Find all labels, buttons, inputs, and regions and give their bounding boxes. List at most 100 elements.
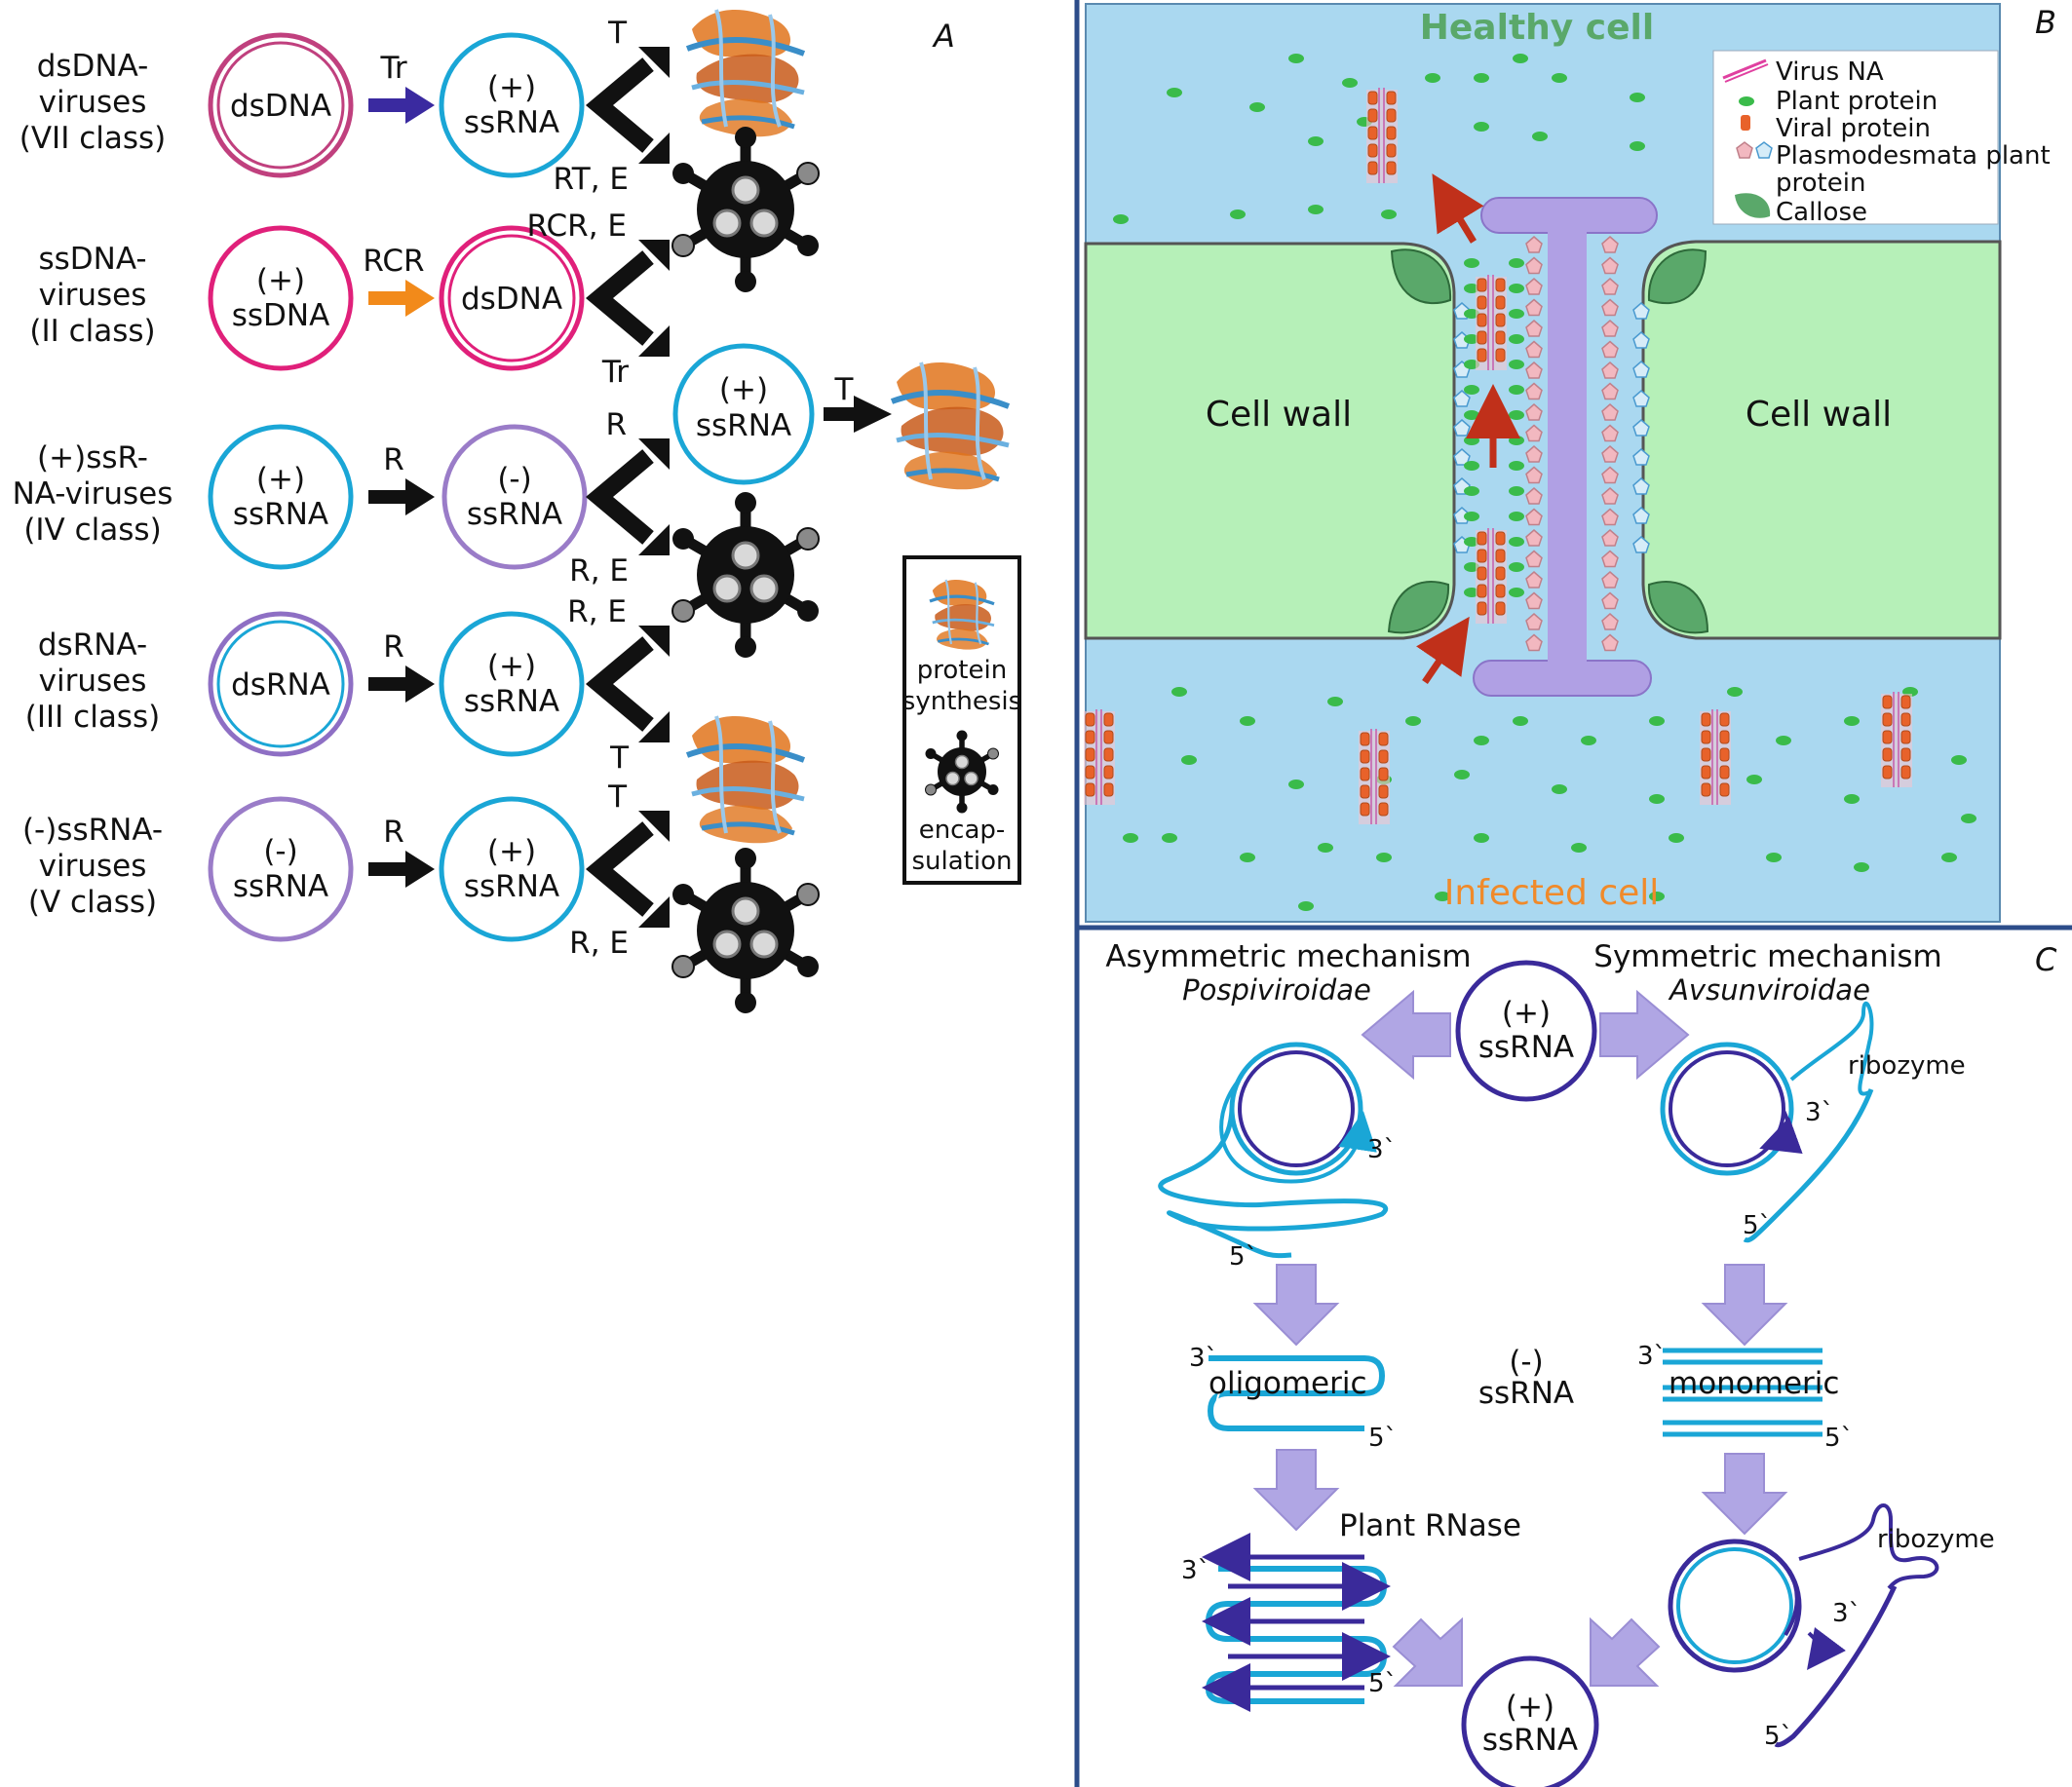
oligomeric-label: oligomeric	[1209, 1366, 1367, 1401]
product-label: (-)	[497, 462, 531, 497]
virus-class-row: (-)ssRNA-viruses(V class)(-)ssRNAR(+)ssR…	[22, 779, 670, 961]
five-prime-label: 5`	[1368, 1669, 1398, 1698]
virus-class-label: (II class)	[29, 314, 155, 349]
branch-upper-label: RCR, E	[527, 209, 627, 244]
branch-upper-label: R	[605, 407, 627, 442]
product-label: dsDNA	[461, 282, 562, 317]
arrow-down	[1701, 1264, 1788, 1347]
three-prime-label: 3`	[1637, 1342, 1667, 1371]
cell-wall-left	[1084, 242, 1456, 640]
virus-class-row: dsRNA-viruses(III class)dsRNAR(+)ssRNAR,…	[25, 594, 670, 776]
genome-label: dsDNA	[230, 89, 331, 124]
plant-rnase-label: Plant RNase	[1339, 1508, 1521, 1543]
genome-label: ssRNA	[233, 497, 328, 532]
three-prime-label: 3`	[1181, 1556, 1210, 1585]
branch-upper-label: T	[607, 16, 628, 51]
product-label: ssRNA	[464, 869, 559, 904]
virus-class-label: (-)ssRNA-	[22, 813, 163, 848]
virion-icon	[672, 127, 819, 292]
bottom-node-line-1: (+)	[1506, 1690, 1554, 1725]
cell-wall-right	[1641, 240, 2002, 640]
legend-pd-protein: Plasmodesmata plant	[1776, 141, 2051, 171]
arrow-down-left	[1590, 1616, 1661, 1687]
virus-class-label: dsDNA-	[37, 49, 149, 84]
avsunviroidae-label: Avsunviroidae	[1668, 973, 1870, 1007]
product-node: (+)ssRNA	[439, 611, 585, 757]
oligomeric-minus-strand: 3` oligomeric 5`	[1189, 1344, 1398, 1453]
three-prime-label: 3`	[1805, 1098, 1834, 1127]
product-label: ssRNA	[464, 684, 559, 719]
virus-na-icon	[1722, 58, 1769, 83]
step-label: R	[383, 629, 404, 665]
arrow-down-right	[1392, 1616, 1463, 1687]
virus-class-label: NA-viruses	[13, 476, 173, 512]
top-plus-ssrna-node: (+) ssRNA	[1455, 960, 1597, 1102]
genome-label: dsRNA	[231, 667, 330, 703]
legend-encap-line-1: encap-	[919, 816, 1006, 845]
genome-node: (+)ssDNA	[208, 225, 354, 371]
ribozyme-label: ribozyme	[1877, 1525, 1995, 1554]
monomeric-minus-strands: 3` monomeric 5`	[1637, 1342, 1854, 1453]
plant-protein-icon	[1739, 96, 1754, 106]
legend-encap-line-2: sulation	[912, 847, 1013, 876]
center-minus-line-1: (-)	[1509, 1345, 1543, 1380]
virus-class-label: viruses	[39, 278, 147, 313]
product-node: (-)ssRNA	[441, 424, 588, 570]
virus-class-label: dsRNA-	[38, 627, 147, 663]
panel-b-letter: B	[2035, 4, 2056, 41]
extra-step-label: T	[834, 372, 855, 407]
monomeric-label: monomeric	[1669, 1366, 1839, 1401]
healthy-cell-label: Healthy cell	[1420, 8, 1654, 48]
step-label: RCR	[363, 244, 424, 279]
branch-upper-label: T	[607, 779, 628, 815]
panel-a-legend: protein synthesis encap- sulation	[902, 555, 1021, 885]
panel-b: Healthy cell Infected cell Cell wall Cel…	[1083, 3, 2056, 923]
asymmetric-title: Asymmetric mechanism	[1105, 939, 1471, 974]
panel-b-legend: Virus NA Plant protein Viral protein Pla…	[1712, 50, 2051, 227]
genome-label: (-)	[263, 834, 297, 869]
arrow-down	[1252, 1264, 1340, 1347]
viral-protein-icon	[1741, 115, 1750, 131]
virus-class-label: (VII class)	[19, 121, 167, 156]
virus-class-label: viruses	[39, 849, 147, 884]
virus-class-row: dsDNA-viruses(VII class) dsDNA Tr (+)ssRNA T…	[19, 16, 670, 197]
five-prime-label: 5`	[1824, 1424, 1854, 1453]
arrow-down	[1252, 1449, 1340, 1532]
virus-class-label: (V class)	[28, 885, 157, 920]
legend-viral-protein: Viral protein	[1776, 114, 1931, 143]
genome-node: (+)ssRNA	[208, 424, 354, 570]
five-prime-label: 5`	[1368, 1424, 1398, 1453]
center-minus-line-2: ssRNA	[1478, 1376, 1574, 1411]
branch-lower-label: T	[609, 741, 630, 776]
virus-class-label: (III class)	[25, 700, 160, 735]
virus-class-label: viruses	[39, 85, 147, 120]
panel-a-letter: A	[932, 18, 955, 55]
genome-node: dsDNA	[208, 32, 354, 178]
protein-icon	[687, 10, 804, 136]
three-prime-label: 3`	[1367, 1135, 1397, 1164]
rnase-cleaved-strands: Plant RNase 3` 5`	[1181, 1508, 1521, 1712]
step-label: R	[383, 815, 404, 850]
bottom-node-line-2: ssRNA	[1482, 1723, 1578, 1758]
callose-deposits	[1387, 248, 1709, 634]
legend-pd-protein-cont: protein	[1776, 169, 1865, 198]
virus-class-label: ssDNA-	[38, 242, 146, 277]
arrow-right	[1599, 989, 1690, 1081]
step-arrow: R	[368, 815, 435, 888]
virus-class-label: (IV class)	[23, 513, 161, 548]
step-label: R	[383, 442, 404, 477]
plasmodesmata-proteins	[1453, 236, 1650, 652]
top-node-line-2: ssRNA	[1478, 1030, 1574, 1065]
infected-cell-label: Infected cell	[1444, 873, 1660, 913]
extra-translation-arrow: T	[824, 372, 892, 433]
arrow-left	[1361, 989, 1451, 1081]
asymmetric-rolling-circle: 3` 5`	[1158, 1042, 1397, 1272]
genome-label: (+)	[256, 263, 305, 298]
branch-fork: R, ET	[567, 594, 670, 776]
step-label: Tr	[379, 51, 406, 86]
legend-virus-na: Virus NA	[1776, 57, 1884, 87]
product-node: (+)ssRNA	[439, 32, 585, 178]
top-node-line-1: (+)	[1502, 996, 1551, 1031]
extra-node-line-1: (+)	[719, 372, 768, 407]
